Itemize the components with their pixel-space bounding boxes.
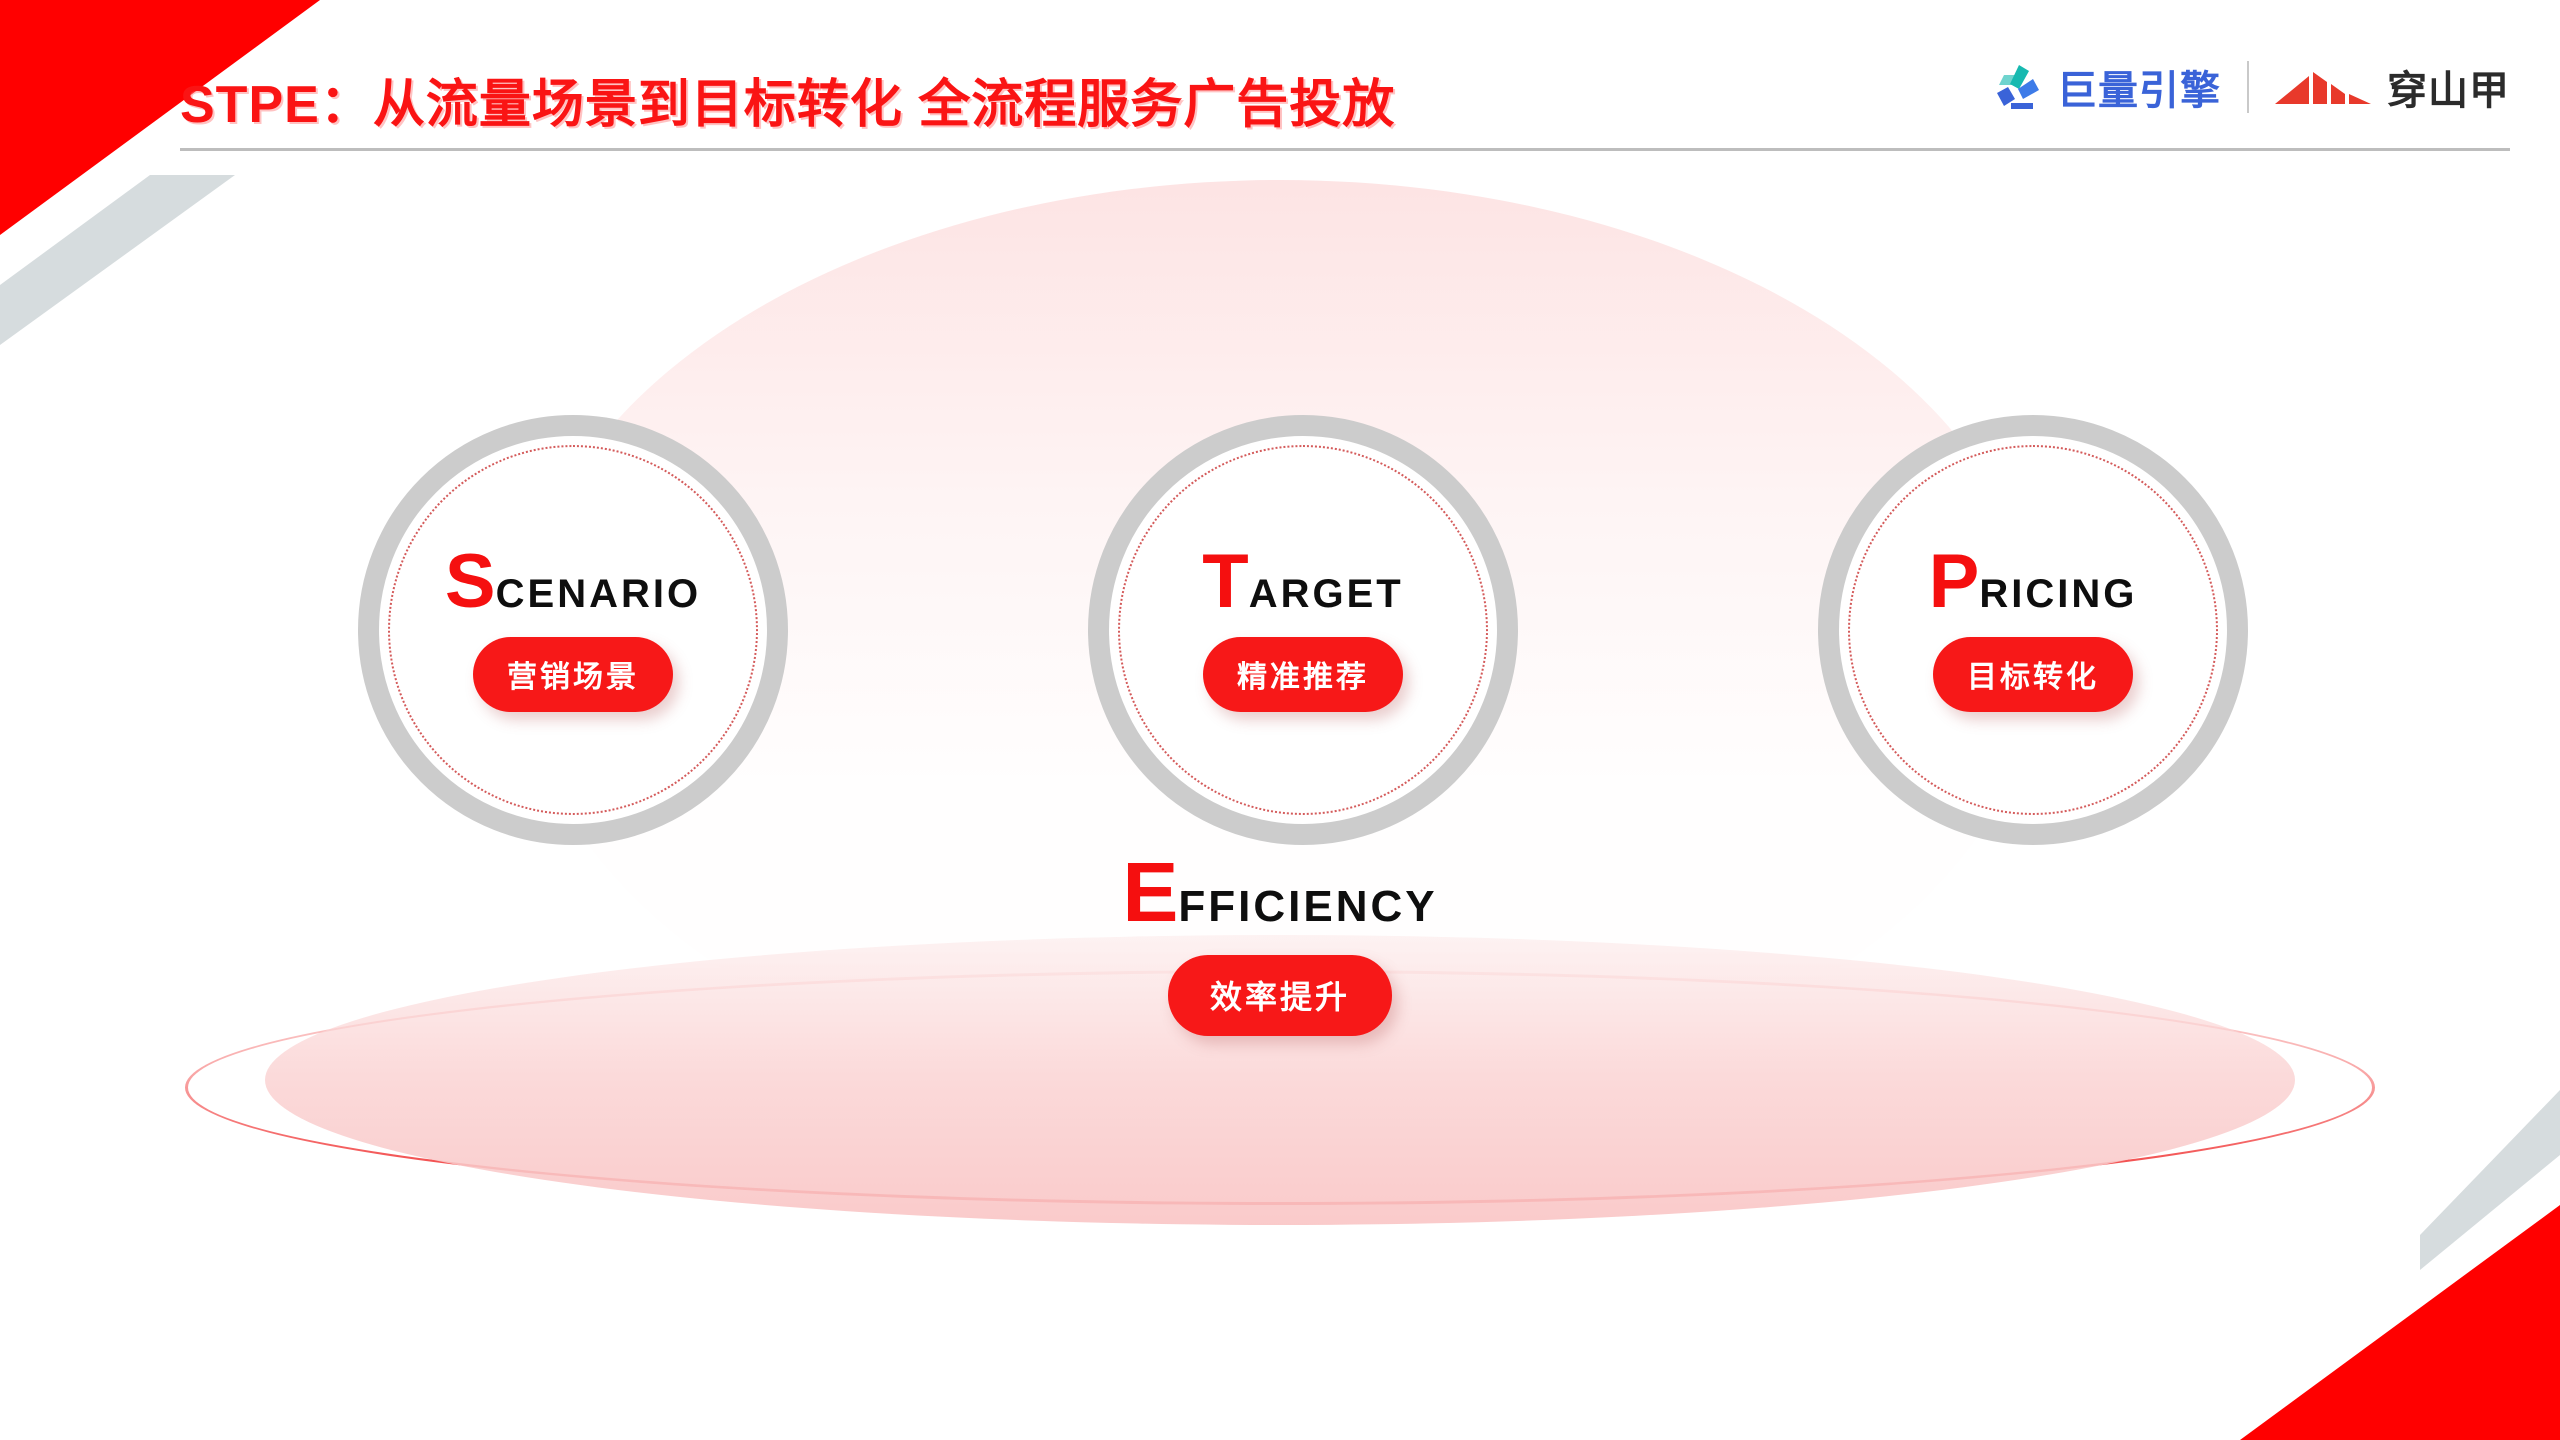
ring-dotted-red — [1118, 445, 1488, 815]
ocean-engine-logo-text: 巨量引擎 — [2057, 69, 2221, 113]
circle-node-pricing[interactable]: P RICING 目标转化 — [1818, 415, 2248, 845]
word-rest: FFICIENCY — [1178, 882, 1438, 931]
word-mark-pricing: P RICING — [1928, 539, 2138, 625]
page-title: STPE：从流量场景到目标转化 全流程服务广告投放 — [180, 76, 1396, 134]
slide-header: STPE：从流量场景到目标转化 全流程服务广告投放 巨量引擎 穿山甲 — [180, 30, 2510, 160]
efficiency-block[interactable]: E FFICIENCY 效率提升 — [0, 845, 2560, 1036]
ring-dotted-red — [388, 445, 758, 815]
pill-target[interactable]: 精准推荐 — [1203, 636, 1403, 712]
ring-dotted-white — [380, 437, 766, 823]
top-left-gray-stripe — [0, 175, 235, 345]
header-divider — [180, 148, 2510, 151]
word-rest: ARGET — [1248, 572, 1404, 617]
circle-node-scenario[interactable]: S CENARIO 营销场景 — [358, 415, 788, 845]
pangle-mark-icon — [2275, 72, 2371, 104]
ocean-engine-mark-icon — [1997, 65, 2039, 109]
logo-divider — [2247, 61, 2249, 113]
logo-group: 巨量引擎 穿山甲 — [1989, 58, 2510, 116]
circle-node-target[interactable]: T ARGET 精准推荐 — [1088, 415, 1518, 845]
word-rest: RICING — [1979, 572, 2138, 617]
bottom-right-red-diagonal — [2240, 1205, 2560, 1440]
ring-dotted-red — [1848, 445, 2218, 815]
word-cap: S — [444, 539, 496, 625]
ocean-engine-logo: 巨量引擎 — [1989, 58, 2221, 116]
word-mark-target: T ARGET — [1202, 539, 1404, 625]
pill-efficiency[interactable]: 效率提升 — [1167, 954, 1392, 1036]
pangle-logo-text: 穿山甲 — [2387, 69, 2510, 113]
ring-dotted-white — [1110, 437, 1496, 823]
word-mark-efficiency: E FFICIENCY — [1122, 845, 1438, 939]
word-cap: P — [1928, 539, 1980, 625]
stpe-circle-row: S CENARIO 营销场景 T ARGET 精准推荐 P RICING 目标转… — [0, 415, 2560, 845]
word-cap: T — [1202, 539, 1249, 625]
word-cap: E — [1122, 845, 1179, 939]
ring-dotted-white — [1840, 437, 2226, 823]
word-rest: CENARIO — [495, 572, 702, 617]
pill-scenario[interactable]: 营销场景 — [473, 636, 673, 712]
bottom-right-gray-stripe — [2420, 1090, 2560, 1270]
pangle-logo: 穿山甲 — [2275, 58, 2510, 116]
word-mark-scenario: S CENARIO — [444, 539, 702, 625]
pill-pricing[interactable]: 目标转化 — [1933, 636, 2133, 712]
